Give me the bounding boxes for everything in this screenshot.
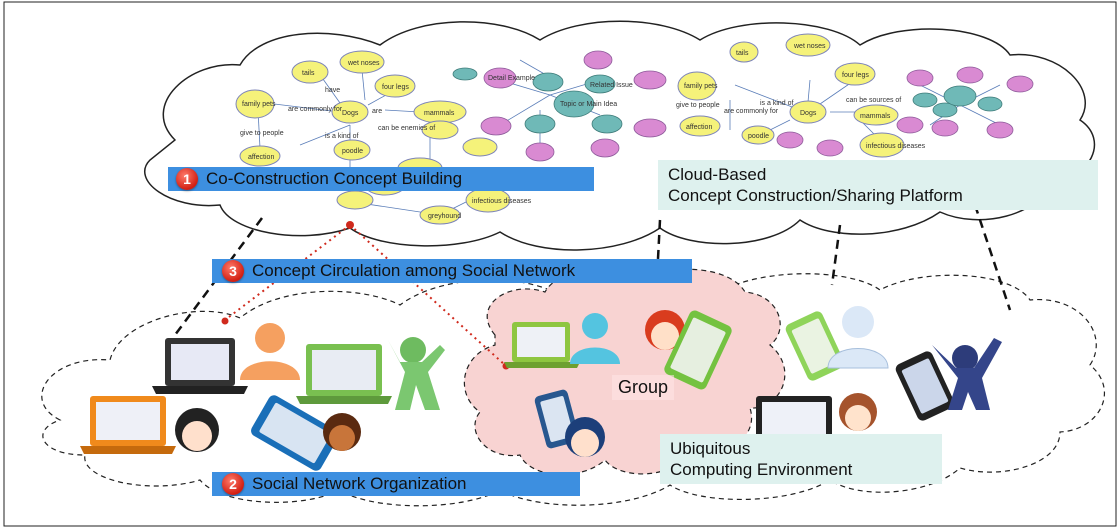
circulation-dot — [346, 221, 354, 229]
node-tails-2: tails — [736, 50, 749, 57]
node-family-pets-2: family pets — [684, 83, 718, 90]
link-give-to-people-2: give to people — [676, 102, 720, 109]
node-tails: tails — [302, 70, 315, 77]
person-cheering-icon — [388, 337, 445, 410]
person-icon — [240, 323, 300, 380]
cloud-platform-label: Cloud-Based Concept Construction/Sharing… — [658, 160, 1098, 210]
node-greyhound: greyhound — [428, 213, 461, 220]
avatar-boy — [565, 417, 605, 457]
step-badge-2: 2 — [222, 473, 244, 495]
social-network-label: 2 Social Network Organization — [212, 472, 580, 496]
smartphone-icon — [664, 310, 732, 390]
link-give-to-people: give to people — [240, 130, 284, 137]
node-dogs: Dogs — [342, 110, 359, 117]
node-mammals: mammals — [424, 110, 455, 117]
avatar-boy — [645, 310, 685, 350]
node-wet-noses-2: wet noses — [793, 43, 826, 50]
node-infectious-diseases-2: infectious diseases — [866, 143, 926, 150]
concept-cloud — [144, 20, 1096, 251]
smartphone-icon — [895, 351, 955, 421]
node-poodle-2: poodle — [748, 133, 769, 140]
ubiquitous-label: Ubiquitous Computing Environment — [660, 434, 942, 484]
node-four-legs: four legs — [382, 84, 409, 91]
person-icon — [570, 313, 620, 364]
link-can-be-enemies: can be enemies of — [378, 125, 435, 132]
co-construction-label: 1 Co-Construction Concept Building — [168, 167, 594, 191]
laptop-icon — [80, 396, 176, 454]
step-badge-3: 3 — [222, 260, 244, 282]
link-have: have — [325, 87, 340, 94]
group-label: Group — [612, 375, 675, 400]
laptop-icon — [504, 322, 580, 368]
laptop-icon — [296, 344, 392, 404]
node-detail-example: Detail Example — [488, 75, 535, 82]
node-affection: affection — [248, 154, 274, 161]
link-is-a-kind-of-2: is a kind of — [760, 100, 794, 107]
cloud-platform-line-1: Cloud-Based — [668, 165, 767, 184]
circulation-dot — [221, 317, 229, 325]
node-poodle: poodle — [342, 148, 363, 155]
link-is-a-kind-of: is a kind of — [325, 133, 359, 140]
laptop-icon — [152, 338, 248, 394]
node-dogs-2: Dogs — [800, 110, 817, 117]
person-icon — [827, 306, 889, 369]
co-construction-text: Co-Construction Concept Building — [206, 169, 463, 188]
social-network-text: Social Network Organization — [252, 474, 467, 493]
concept-map: tails wet noses four legs family pets Do… — [235, 33, 1034, 225]
smartphone-icon — [251, 395, 339, 471]
step-badge-1: 1 — [176, 168, 198, 190]
avatar-girl — [175, 408, 219, 452]
node-affection-2: affection — [686, 124, 712, 131]
ubiquitous-line-1: Ubiquitous — [670, 439, 751, 458]
node-mammals-2: mammals — [860, 113, 891, 120]
node-four-legs-2: four legs — [842, 72, 869, 79]
cloud-platform-line-2: Concept Construction/Sharing Platform — [668, 186, 963, 205]
node-family-pets: family pets — [242, 101, 276, 108]
avatar-girl — [839, 393, 877, 431]
link-are-commonly-for: are commonly for — [288, 106, 343, 113]
link-are: are — [372, 108, 382, 115]
node-topic: Topic or Main Idea — [560, 101, 617, 108]
ubiquitous-line-2: Computing Environment — [670, 460, 853, 479]
node-wet-noses: wet noses — [347, 60, 380, 67]
node-infectious-diseases: infectious diseases — [472, 198, 532, 205]
link-can-be-sources: can be sources of — [846, 97, 901, 104]
circulation-text: Concept Circulation among Social Network — [252, 261, 576, 280]
person-cheering-icon — [932, 338, 1002, 410]
node-related-issue: Related Issue — [590, 82, 633, 89]
circulation-label: 3 Concept Circulation among Social Netwo… — [212, 259, 692, 283]
avatar-boy — [323, 413, 361, 451]
link-are-commonly-for-2: are commonly for — [724, 108, 779, 115]
